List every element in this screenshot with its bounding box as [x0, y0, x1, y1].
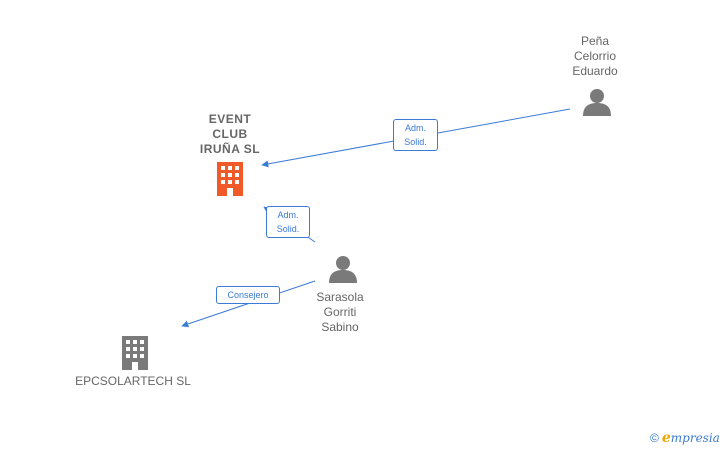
building-icon[interactable]: [217, 162, 243, 196]
brand-name: mpresia: [670, 431, 720, 445]
node-label-event-club[interactable]: EVENT CLUB IRUÑA SL: [199, 112, 261, 156]
person-icon[interactable]: [329, 256, 357, 283]
edge-label-adm-solid: Adm. Solid.: [393, 119, 438, 151]
edge-label-consejero: Consejero: [216, 286, 280, 304]
building-icon[interactable]: [122, 336, 148, 370]
copyright-icon: ©: [650, 431, 659, 445]
edge-label-adm-solid: Adm. Solid.: [266, 206, 310, 238]
node-label-pena[interactable]: Peña Celorrio Eduardo: [572, 34, 618, 78]
node-label-sarasola[interactable]: Sarasola Gorriti Sabino: [316, 290, 364, 334]
brand-initial: e: [661, 430, 671, 446]
node-label-epcsolartech[interactable]: EPCSOLARTECH SL: [75, 374, 191, 388]
person-icon[interactable]: [583, 89, 611, 116]
